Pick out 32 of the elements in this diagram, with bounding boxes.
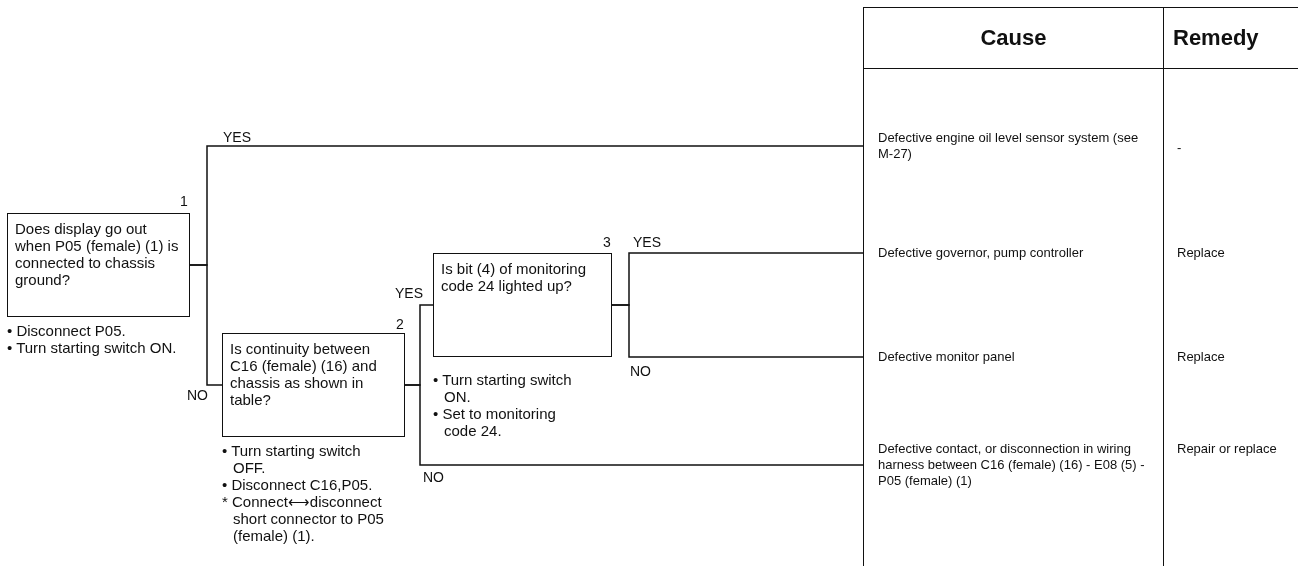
- note-text: • Disconnect P05.: [7, 322, 127, 339]
- note-text: • Turn starting switch ON.: [433, 371, 573, 405]
- note-text: • Set to monitoring code 24.: [433, 405, 557, 439]
- edge-label: YES: [632, 235, 662, 250]
- connector-line: [404, 384, 865, 466]
- edge-label: NO: [629, 364, 652, 379]
- edge-label: NO: [422, 470, 445, 485]
- edge-label: YES: [222, 130, 252, 145]
- question-box: Is bit (4) of monitoring code 24 lighted up?: [433, 253, 612, 357]
- column-header: Cause: [980, 25, 1047, 51]
- remedy-text: Replace: [1177, 349, 1226, 365]
- cause-text: Defective contact, or disconnection in wiring harness between C16 (female) (16) - E08 (5) - P05 (female) (1): [864, 435, 1162, 495]
- step-number: 2: [396, 316, 404, 332]
- note-text: • Turn starting switch OFF.: [222, 442, 362, 476]
- remedy-text: Repair or replace: [1177, 441, 1278, 457]
- connector-line: [611, 304, 865, 358]
- cause-text: Defective governor, pump controller: [864, 233, 1162, 273]
- step-number: 3: [603, 234, 611, 250]
- edge-label: NO: [186, 388, 209, 403]
- question-box: Does display go out when P05 (female) (1) is connected to chassis ground?: [7, 213, 190, 317]
- note-text: • Turn starting switch ON.: [7, 339, 178, 356]
- note-text: • Disconnect C16,P05.: [222, 476, 374, 493]
- cause-text: Defective engine oil level sensor system (see M-27): [864, 126, 1162, 166]
- remedy-text: Replace: [1177, 245, 1226, 261]
- edge-label: YES: [394, 286, 424, 301]
- note-text: * Connect⟷disconnect short connector to P05 (female) (1).: [222, 493, 385, 544]
- column-header: Remedy: [1173, 25, 1259, 51]
- connector-line: [189, 264, 223, 386]
- cause-text: Defective monitor panel: [864, 337, 1162, 377]
- question-box: Is continuity between C16 (female) (16) and chassis as shown in table?: [222, 333, 405, 437]
- remedy-text: -: [1177, 140, 1183, 156]
- step-number: 1: [180, 193, 188, 209]
